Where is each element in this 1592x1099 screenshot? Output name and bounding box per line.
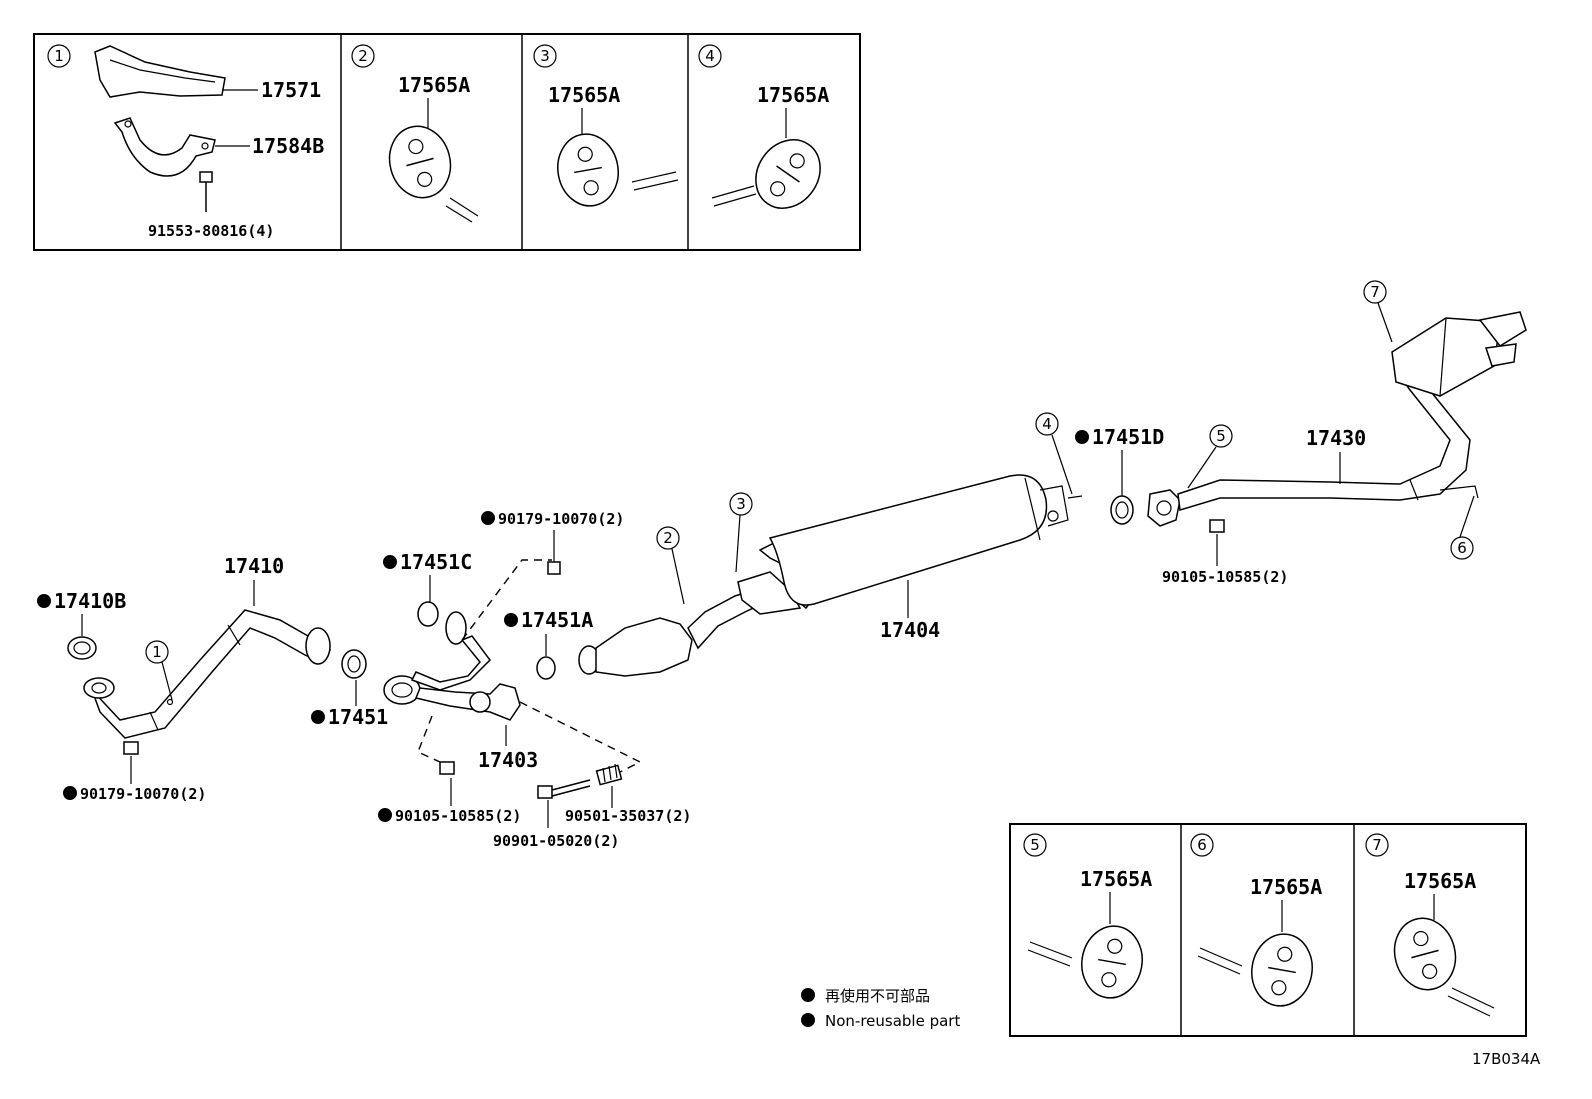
inset-5: 5 17565A (1023, 833, 1152, 999)
rubber-hanger (755, 139, 821, 209)
part-label-17571: 17571 (261, 78, 321, 102)
callout-6: 6 (1457, 539, 1467, 557)
part-label-17430: 17430 (1306, 426, 1366, 450)
legend-line-english: Non-reusable part (825, 1012, 960, 1030)
inset-4: 4 17565A (698, 44, 829, 209)
part-label-91553-80816: 91553-80816(4) (148, 222, 274, 240)
rubber-hanger (557, 133, 619, 207)
y-pipe-17403 (383, 611, 521, 721)
rubber-hanger (1393, 917, 1457, 991)
callout-5: 5 (1216, 427, 1226, 445)
legend: 再使用不可部品 Non-reusable part (801, 987, 960, 1030)
part-label-17565A-7: 17565A (1404, 869, 1476, 893)
inset-2: 2 17565A (351, 44, 479, 223)
part-label-17451C: 17451C (400, 550, 472, 574)
callout-2: 2 (663, 529, 673, 547)
callout-3: 3 (736, 495, 746, 513)
inset-6-number: 6 (1197, 836, 1207, 854)
part-label-90501-35037: 90501-35037(2) (565, 807, 691, 825)
part-label-17410B: 17410B (54, 589, 126, 613)
nut-90179-upper (547, 561, 561, 575)
legend-line-japanese: 再使用不可部品 (825, 987, 930, 1005)
part-label-17403: 17403 (478, 748, 538, 772)
part-label-90105-10585-left: 90105-10585(2) (395, 807, 521, 825)
inset-1-number: 1 (54, 47, 64, 65)
part-label-17451A: 17451A (521, 608, 593, 632)
inset-2-number: 2 (358, 47, 368, 65)
gasket-17410B (67, 636, 97, 660)
inset-panel-bottom: 5 17565A 6 17565A (1009, 823, 1527, 1037)
inset-panel-top: 1 17571 17584B 91553-80816(4) 2 17565A (33, 33, 861, 251)
legend-dot-2 (801, 1013, 815, 1027)
center-pipe-muffler-17404 (578, 474, 1083, 677)
inset-5-number: 5 (1030, 836, 1040, 854)
legend-dot-1 (801, 988, 815, 1002)
callout-7: 7 (1370, 283, 1380, 301)
callout-1: 1 (152, 643, 162, 661)
part-label-17410: 17410 (224, 554, 284, 578)
gasket-17451A (536, 656, 556, 680)
inset-7-number: 7 (1372, 836, 1382, 854)
part-label-17404: 17404 (880, 618, 940, 642)
part-label-17565A: 17565A (398, 73, 470, 97)
inset-7: 7 17565A (1365, 833, 1495, 1017)
rubber-hanger (1251, 933, 1313, 1007)
rubber-hanger (1081, 925, 1143, 999)
callout-4: 4 (1042, 415, 1052, 433)
part-label-17565A-5: 17565A (1080, 867, 1152, 891)
nut-90179 (123, 741, 139, 755)
gasket-17451D (1110, 495, 1134, 525)
part-label-17584B: 17584B (252, 134, 324, 158)
inset-6: 6 17565A (1190, 833, 1322, 1007)
part-label-90179-10070-left: 90179-10070(2) (80, 785, 206, 803)
non-reusable-dot (37, 594, 51, 608)
diagram-code: 17B034A (1472, 1050, 1541, 1068)
part-label-17451D: 17451D (1092, 425, 1164, 449)
gasket-17451 (341, 649, 367, 679)
part-label-17451: 17451 (328, 705, 388, 729)
bolt-90901 (537, 779, 591, 799)
rubber-hanger (388, 125, 452, 199)
part-label-17565A-4: 17565A (757, 83, 829, 107)
part-label-90179-10070-upper: 90179-10070(2) (498, 510, 624, 528)
inset-3: 3 17565A (533, 44, 679, 207)
inset-4-number: 4 (705, 47, 715, 65)
spring-90501 (595, 763, 623, 786)
part-label-17565A-3: 17565A (548, 83, 620, 107)
gasket-17451C (417, 601, 439, 627)
part-label-90901-05020: 90901-05020(2) (493, 832, 619, 850)
part-label-90105-10585-right: 90105-10585(2) (1162, 568, 1288, 586)
front-pipe-17410 (83, 609, 332, 739)
tail-muffler (1391, 311, 1527, 397)
inset-3-number: 3 (540, 47, 550, 65)
inset-1: 1 17571 17584B 91553-80816(4) (47, 44, 324, 240)
part-label-17565A-6: 17565A (1250, 875, 1322, 899)
